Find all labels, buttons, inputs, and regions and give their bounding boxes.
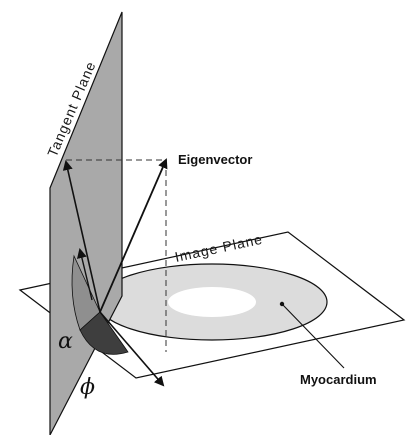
alpha-symbol: α <box>58 329 73 354</box>
phi-symbol: ϕ <box>80 375 95 400</box>
phi-angle-sector <box>79 311 129 355</box>
image-plane-projection-arrow <box>99 311 165 387</box>
myocardium-label: Myocardium <box>300 372 377 387</box>
myocardium-leader-line <box>281 303 345 369</box>
myocardium-leader-dot <box>279 301 285 307</box>
ventricle-cavity <box>168 287 256 317</box>
eigenvector-arrow <box>99 158 168 313</box>
tangent-plane-projection-arrow <box>62 160 101 313</box>
eigenvector-label: Eigenvector <box>178 152 252 167</box>
alpha-reference-arrow <box>77 248 93 301</box>
alpha-angle-sector <box>71 254 101 331</box>
